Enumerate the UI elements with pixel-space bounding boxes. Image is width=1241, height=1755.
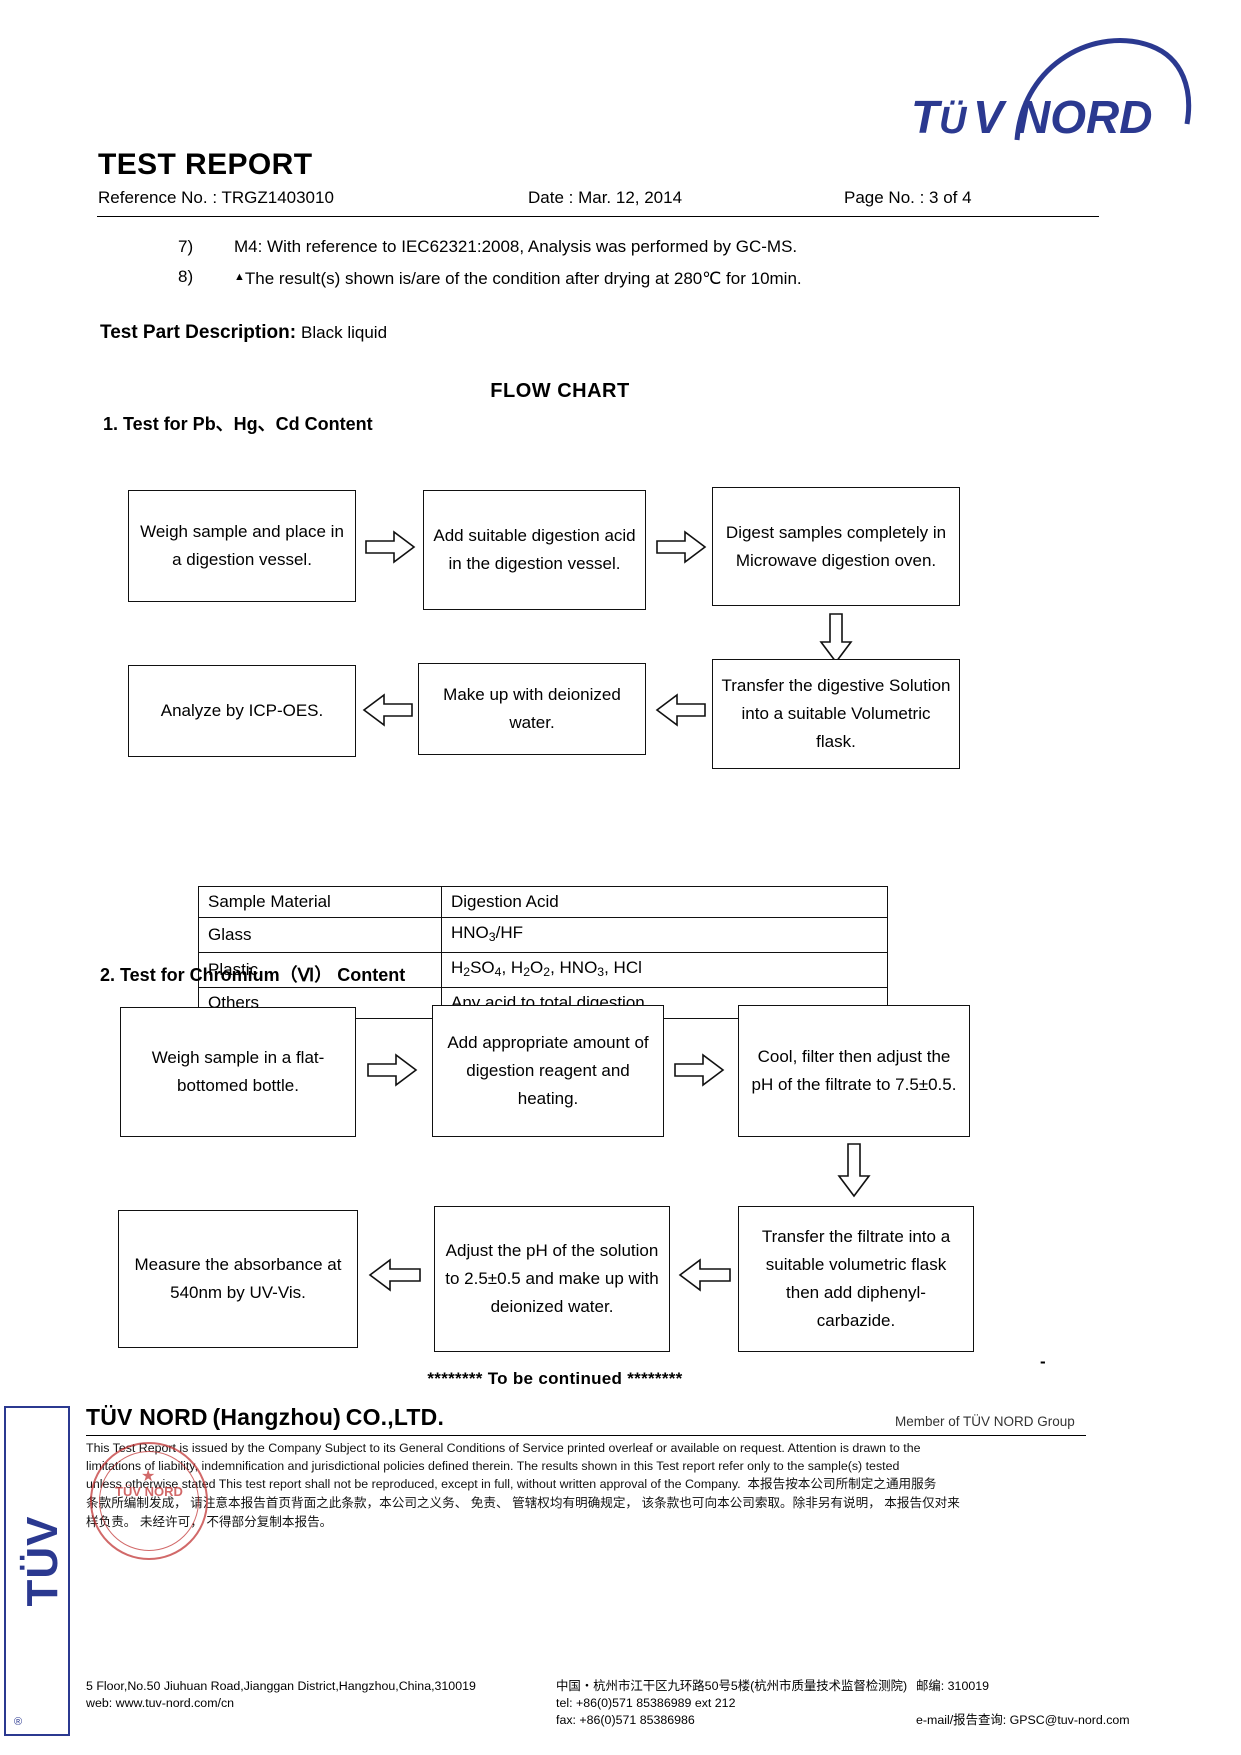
arrow-left-icon bbox=[366, 1258, 422, 1292]
sample-material-cell: Plastic bbox=[198, 952, 442, 989]
triangle-marker-icon: ▲ bbox=[234, 271, 245, 283]
flow-box: Add suitable digestion acid in the diges… bbox=[423, 490, 646, 610]
legal-line-cn-2: 条款所编制发成， 请注意本报告首页背面之此条款，本公司之义务、 免责、 管辖权均… bbox=[86, 1496, 960, 1510]
footer-address-row-1: 5 Floor,No.50 Jiuhuan Road,Jianggan Dist… bbox=[86, 1678, 1166, 1695]
reference-no: Reference No. : TRGZ1403010 bbox=[98, 188, 334, 207]
to-be-continued: ******** To be continued ******** bbox=[427, 1369, 683, 1388]
arrow-down-icon bbox=[819, 612, 853, 664]
footer-address-cn: 中国・杭州市江干区九环路50号5楼(杭州市质量技术监督检测院) bbox=[556, 1679, 908, 1693]
flow-box: Analyze by ICP-OES. bbox=[128, 665, 356, 757]
flow-box: Weigh sample in a flat-bottomed bottle. bbox=[120, 1007, 356, 1137]
sample-material-cell: Glass bbox=[198, 916, 442, 954]
footer-email: e-mail/报告查询: GPSC@tuv-nord.com bbox=[916, 1713, 1130, 1727]
table-header-cell: Sample Material bbox=[198, 886, 442, 918]
arrow-left-icon bbox=[653, 693, 707, 727]
footer-member-note: Member of TÜV NORD Group bbox=[895, 1414, 1075, 1429]
page-title: TEST REPORT bbox=[98, 148, 313, 181]
footer-tel: tel: +86(0)571 85386989 ext 212 bbox=[556, 1696, 736, 1710]
flow-box-text: Transfer the filtrate into a suitable vo… bbox=[761, 1227, 951, 1330]
arrow-down-icon bbox=[837, 1142, 871, 1198]
footer-web: web: www.tuv-nord.com/cn bbox=[86, 1696, 235, 1710]
note-item-7: 7) M4: With reference to IEC62321:2008, … bbox=[178, 232, 1118, 262]
footer-zip: 邮编: 310019 bbox=[916, 1679, 990, 1693]
stray-mark: - bbox=[1040, 1352, 1046, 1371]
arrow-right-icon bbox=[673, 1053, 727, 1087]
legal-line-en-1: This Test Report is issued by the Compan… bbox=[86, 1441, 921, 1455]
digestion-acid-table: Sample Material Digestion Acid Glass HNO… bbox=[198, 886, 888, 1020]
flow-box: Measure the absorbance at 540nm by UV-Vi… bbox=[118, 1210, 358, 1348]
note-text: M4: With reference to IEC62321:2008, Ana… bbox=[234, 237, 798, 256]
arrow-right-icon bbox=[364, 530, 416, 564]
header-divider bbox=[97, 216, 1099, 217]
report-meta: Reference No. : TRGZ1403010 Date : Mar. … bbox=[98, 188, 1098, 210]
section-1-heading: 1. Test for Pb、Hg、Cd Content bbox=[103, 414, 373, 434]
report-date: Date : Mar. 12, 2014 bbox=[528, 188, 683, 207]
note-number: 8) bbox=[178, 267, 194, 286]
arrow-right-icon bbox=[366, 1053, 420, 1087]
test-part-value: Black liquid bbox=[301, 323, 388, 342]
flow-box-text: Adjust the pH of the solution to 2.5±0.5… bbox=[445, 1241, 659, 1316]
registered-mark-icon: ® bbox=[14, 1716, 23, 1728]
arrow-left-icon bbox=[360, 693, 414, 727]
table-row: Glass HNO3/HF bbox=[198, 916, 888, 954]
tuv-side-logo: TÜV ® bbox=[4, 1406, 70, 1736]
digestion-acid-cell: HNO3/HF bbox=[441, 916, 888, 954]
note-item-8: 8) ▲The result(s) shown is/are of the co… bbox=[178, 262, 1118, 294]
flow-box: Transfer the digestive Solution into a s… bbox=[712, 659, 960, 769]
footer-divider bbox=[86, 1435, 1086, 1436]
table-header-cell: Digestion Acid bbox=[441, 886, 888, 918]
tuv-nord-logo: T Ü V NORD bbox=[905, 28, 1195, 153]
flow-box-text: Analyze by ICP-OES. bbox=[160, 701, 324, 720]
svg-text:T: T bbox=[911, 91, 943, 143]
footer-address-block: 5 Floor,No.50 Jiuhuan Road,Jianggan Dist… bbox=[86, 1678, 1166, 1729]
flow-box: Transfer the filtrate into a suitable vo… bbox=[738, 1206, 974, 1352]
tuv-side-logo-text: TÜV bbox=[18, 1515, 67, 1607]
test-part-description: Test Part Description: Black liquid bbox=[100, 322, 387, 344]
flow-box-text: Make up with deionized water. bbox=[443, 685, 621, 732]
flow-box: Digest samples completely in Microwave d… bbox=[712, 487, 960, 606]
legal-en-3-text: unless otherwise stated This test report… bbox=[86, 1477, 741, 1491]
test-part-label: Test Part Description: bbox=[100, 322, 297, 343]
notes-list: 7) M4: With reference to IEC62321:2008, … bbox=[178, 232, 1118, 294]
legal-line-en-2: limitations of liability, indemnificatio… bbox=[86, 1458, 900, 1473]
svg-text:V: V bbox=[973, 91, 1007, 143]
note-text: The result(s) shown is/are of the condit… bbox=[244, 269, 802, 288]
section-2-heading: 2. Test for Chromium（Ⅵ） Content bbox=[100, 965, 406, 985]
legal-cn-1-text: 本报告按本公司所制定之通用服务 bbox=[747, 1477, 937, 1491]
footer-address-row-2: web: www.tuv-nord.com/cn tel: +86(0)571 … bbox=[86, 1695, 1166, 1712]
note-text-wrap: ▲The result(s) shown is/are of the condi… bbox=[234, 262, 802, 294]
footer-company-name: TÜV NORD (Hangzhou) CO.,LTD. bbox=[86, 1404, 445, 1430]
legal-line-en-3: unless otherwise stated This test report… bbox=[86, 1475, 1088, 1494]
svg-text:NORD: NORD bbox=[1017, 91, 1152, 143]
flow-box-text: Add appropriate amount of digestion reag… bbox=[447, 1033, 649, 1108]
flow-box: Cool, filter then adjust the pH of the f… bbox=[738, 1005, 970, 1137]
flow-box-text: Measure the absorbance at 540nm by UV-Vi… bbox=[134, 1255, 342, 1302]
flow-box: Make up with deionized water. bbox=[418, 663, 646, 755]
footer-fax: fax: +86(0)571 85386986 bbox=[556, 1713, 695, 1727]
table-row: Plastic H2SO4, H2O2, HNO3, HCl bbox=[198, 952, 888, 989]
arrow-right-icon bbox=[655, 530, 707, 564]
flow-box: Add appropriate amount of digestion reag… bbox=[432, 1005, 664, 1137]
footer-address-en: 5 Floor,No.50 Jiuhuan Road,Jianggan Dist… bbox=[86, 1679, 476, 1693]
footer-address-row-3: fax: +86(0)571 85386986 e-mail/报告查询: GPS… bbox=[86, 1712, 1166, 1729]
flow-box: Weigh sample and place in a digestion ve… bbox=[128, 490, 356, 602]
flow-box-text: Cool, filter then adjust the pH of the f… bbox=[751, 1047, 957, 1094]
digestion-acid-cell: H2SO4, H2O2, HNO3, HCl bbox=[441, 952, 888, 989]
flow-box-text: Digest samples completely in Microwave d… bbox=[725, 522, 947, 570]
table-header-row: Sample Material Digestion Acid bbox=[198, 886, 888, 918]
flowchart-heading: FLOW CHART bbox=[490, 380, 630, 402]
legal-line-cn-3: 样负责。 未经许可， 不得部分复制本报告。 bbox=[86, 1515, 333, 1529]
flow-box-text: Transfer the digestive Solution into a s… bbox=[721, 676, 951, 751]
flow-box-text: Weigh sample and place in a digestion ve… bbox=[140, 522, 344, 569]
flow-box-text: Weigh sample in a flat-bottomed bottle. bbox=[151, 1048, 325, 1095]
svg-text:Ü: Ü bbox=[939, 99, 968, 142]
page-no: Page No. : 3 of 4 bbox=[844, 188, 972, 207]
flow-box-text: Add suitable digestion acid in the diges… bbox=[433, 526, 636, 573]
note-number: 7) bbox=[178, 237, 194, 256]
flow-box: Adjust the pH of the solution to 2.5±0.5… bbox=[434, 1206, 670, 1352]
arrow-left-icon bbox=[676, 1258, 732, 1292]
footer-legal-text: This Test Report is issued by the Compan… bbox=[86, 1440, 1088, 1532]
